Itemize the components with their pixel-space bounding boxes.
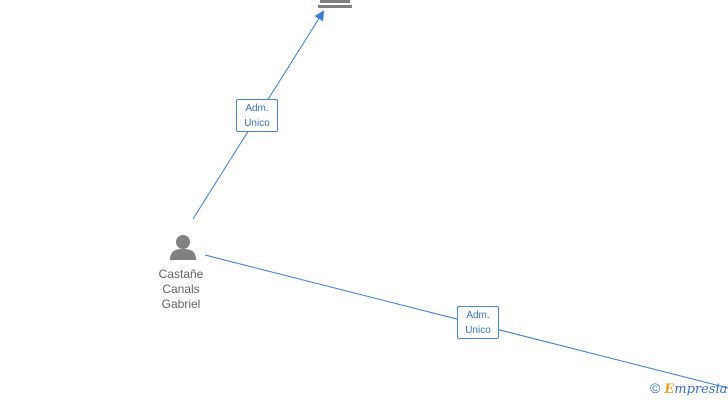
person-name-line-3: Gabriel	[161, 297, 201, 311]
person-name-line-2: Canals	[162, 282, 200, 296]
relation-label-right: Adm. Unico	[457, 306, 499, 339]
copyright-symbol: ©	[650, 380, 661, 396]
building-icon[interactable]	[318, 0, 352, 8]
person-icon[interactable]	[170, 235, 196, 260]
brand-initial: E	[664, 382, 675, 397]
brand-name: mpresia	[674, 382, 728, 397]
empresia-watermark: ©Empresia	[650, 380, 727, 397]
relation-label-top-line-2: Unico	[244, 118, 270, 129]
person-name-line-1: Castañe	[158, 267, 204, 281]
relation-label-right-line-1: Adm.	[466, 310, 490, 321]
relation-label-top-line-1: Adm.	[245, 103, 269, 114]
relation-label-top: Adm. Unico	[236, 99, 278, 132]
person-name-label[interactable]: Castañe Canals Gabriel	[136, 267, 226, 312]
relation-label-right-line-2: Unico	[465, 325, 491, 336]
